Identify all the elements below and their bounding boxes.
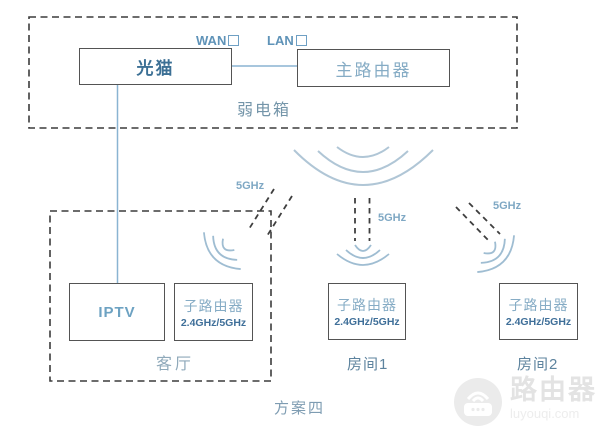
signal-beam-room1 [354,198,371,241]
weak-box-region-label: 弱电箱 [237,102,292,119]
lan-port-label: LAN [267,33,307,48]
site-watermark: 路由器 luyouqi.com [453,377,597,427]
router-watermark-icon [454,378,502,426]
living-room-region-outline [49,210,272,382]
room2-region-label: 房间2 [517,356,559,373]
room1-signal-label: 5GHz [378,212,407,224]
main-router-wifi-broadcast-icon [293,146,434,186]
living-room-signal-label: 5GHz [236,180,265,192]
iptv-box: IPTV [69,283,165,341]
signal-beam-room2 [455,202,501,242]
room2-signal-label: 5GHz [493,200,522,212]
wan-text: WAN [196,33,227,48]
living-room-sub-router-box: 子路由器 2.4GHz/5GHz [174,283,253,341]
sub-router-label: 子路由器 [508,297,569,313]
wan-port-icon [228,35,240,46]
lan-text: LAN [267,33,294,48]
diagram-caption: 方案四 [274,400,326,417]
sub-router-label: 子路由器 [183,297,244,314]
living-room-region-label: 客厅 [156,356,195,373]
room1-wifi-signal-icon [336,244,390,266]
sub-router-bands-label: 2.4GHz/5GHz [505,316,572,328]
sub-router-bands-label: 2.4GHz/5GHz [180,316,247,329]
room1-region-label: 房间1 [347,356,389,373]
watermark-brand: 路由器 [510,375,597,405]
main-router-box: 主路由器 [297,49,450,87]
iptv-label: IPTV [98,303,136,321]
lan-port-icon [295,35,307,46]
signal-beam-living-room [248,188,293,237]
room2-wifi-signal-icon [477,235,515,273]
optical-modem-label: 光猫 [136,59,175,78]
weak-box-region-outline [28,16,518,129]
wan-port-label: WAN [196,33,240,48]
watermark-text: 路由器 luyouqi.com [510,375,597,422]
room2-sub-router-box: 子路由器 2.4GHz/5GHz [499,283,578,340]
sub-router-bands-label: 2.4GHz/5GHz [334,316,400,328]
living-room-wifi-signal-icon [203,232,241,270]
room1-sub-router-box: 子路由器 2.4GHz/5GHz [328,283,406,340]
optical-modem-box: 光猫 [79,48,232,85]
sub-router-label: 子路由器 [337,297,397,313]
main-router-label: 主路由器 [335,60,412,80]
watermark-site-url: luyouqi.com [510,406,580,421]
